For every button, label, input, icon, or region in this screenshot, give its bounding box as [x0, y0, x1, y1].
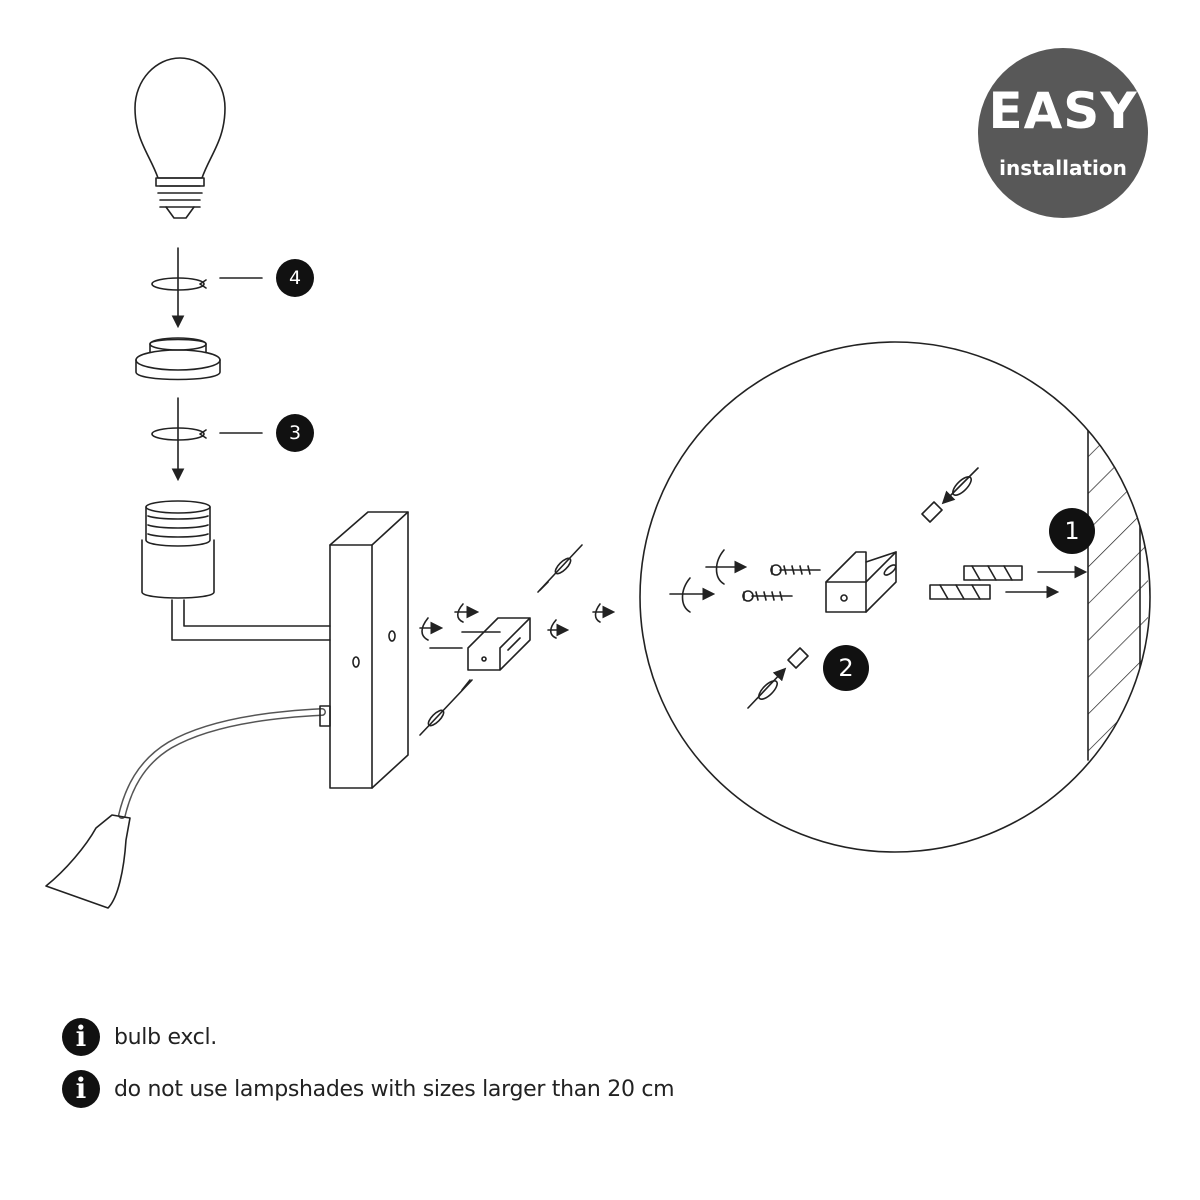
badge-title: EASY — [988, 82, 1138, 140]
bracket-assembly-small — [419, 544, 616, 736]
step-number-1: 1 — [1049, 508, 1095, 554]
note-text: bulb excl. — [114, 1024, 217, 1050]
detail-magnifier — [639, 341, 1151, 853]
step-number-2: 2 — [823, 645, 869, 691]
easy-installation-badge: EASY installation — [978, 48, 1148, 218]
note-lampshade-size: i do not use lampshades with sizes large… — [62, 1069, 675, 1109]
badge-subtitle: installation — [999, 156, 1127, 180]
rotate-arrow-step-3 — [151, 397, 263, 482]
flexible-arm — [118, 705, 331, 819]
wall-plate — [329, 511, 409, 789]
shade-ring — [135, 337, 221, 381]
wood-screws — [669, 549, 821, 613]
wall-plugs — [929, 565, 1088, 600]
step-number-4: 4 — [276, 259, 314, 297]
rotate-arrow-step-4 — [151, 247, 263, 329]
light-bulb — [134, 57, 226, 219]
step-number-3: 3 — [276, 414, 314, 452]
info-icon: i — [62, 1018, 100, 1056]
bolt-screws — [747, 467, 979, 709]
reading-lamp-head — [45, 814, 131, 909]
note-bulb-excluded: i bulb excl. — [62, 1017, 217, 1057]
lamp-socket — [141, 500, 331, 641]
info-icon: i — [62, 1070, 100, 1108]
mounting-bracket — [825, 551, 897, 613]
note-text: do not use lampshades with sizes larger … — [114, 1076, 675, 1102]
